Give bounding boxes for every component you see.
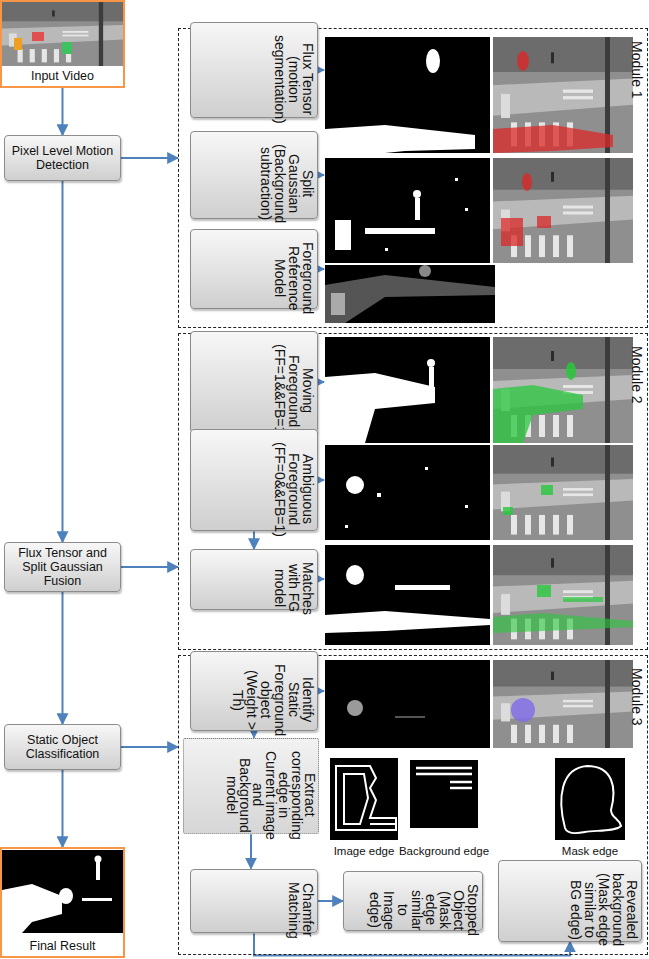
process-box: Matches with FG model <box>190 549 318 610</box>
module-region: Module 3 Identify Static Foreground objec… <box>178 655 648 955</box>
node-text: Static Object Classification <box>9 733 116 761</box>
node-text: Pixel Level Motion Detection <box>9 144 116 172</box>
process-box: Flux Tensor (motion segmentation) <box>190 22 318 119</box>
flow-arrow <box>62 88 64 135</box>
process-box: Revealed background (Mask edge similar t… <box>498 860 642 941</box>
flow-arrow <box>62 770 64 847</box>
flow-arrow <box>318 900 343 902</box>
node-text: Extract corresponding edge in Current im… <box>225 751 316 840</box>
node-text: Final Result <box>30 939 96 953</box>
flow-arrow <box>121 746 178 748</box>
flow-arrow <box>62 181 64 542</box>
module-label: Module 2 <box>629 346 645 404</box>
process-box: Extract corresponding edge in Current im… <box>183 738 319 835</box>
process-box: Stopped Object (Mask edge similar to Ima… <box>343 871 483 931</box>
module-region: Module 1 Flux Tensor (motion segmentation… <box>178 28 648 328</box>
image-panel: Final Result <box>0 847 125 958</box>
process-box: Static Object Classification <box>4 724 121 770</box>
flow-arrow <box>121 566 178 568</box>
process-box: Flux Tensor and Split Gaussian Fusion <box>4 542 121 592</box>
node-text: Moving Foreground (FF=1&&FB=1) <box>273 344 315 439</box>
process-box: Foreground Reference Model <box>190 229 318 309</box>
module-region: Module 2 Moving Foreground (FF=1&&FB=1)Am… <box>178 333 648 650</box>
process-box: Chamfer Matching <box>190 869 318 934</box>
node-text: Split Gaussian (Background subtraction) <box>259 144 315 223</box>
node-text: Flux Tensor and Split Gaussian Fusion <box>9 546 116 588</box>
process-box: Pixel Level Motion Detection <box>4 135 121 181</box>
node-text: Flux Tensor (motion segmentation) <box>273 35 315 124</box>
figure-caption: Image edge <box>334 845 395 857</box>
flow-arrow <box>250 834 252 868</box>
figure-caption: Mask edge <box>562 845 618 857</box>
flow-arrow <box>62 592 64 724</box>
node-text: Chamfer Matching <box>287 882 315 939</box>
node-text: Input Video <box>31 69 94 83</box>
module-label: Module 1 <box>629 41 645 99</box>
module-label: Module 3 <box>629 668 645 726</box>
node-text: Identify Static Foreground object (Weigh… <box>231 664 315 736</box>
node-text: Ambiguous Foreground (FF=0&&FB=1) <box>273 442 315 537</box>
flow-arrow <box>253 531 255 549</box>
process-box: Split Gaussian (Background subtraction) <box>190 131 318 218</box>
flow-arrow <box>121 157 178 159</box>
flow-arrow <box>253 731 255 737</box>
node-text: Foreground Reference Model <box>273 242 315 314</box>
node-text: Revealed background (Mask edge similar t… <box>569 873 639 946</box>
node-text: Matches with FG model <box>273 562 315 615</box>
node-text: Stopped Object (Mask edge similar to Ima… <box>368 884 480 936</box>
process-box: Identify Static Foreground object (Weigh… <box>190 651 318 731</box>
image-panel: Input Video <box>0 0 125 88</box>
process-box: Ambiguous Foreground (FF=0&&FB=1) <box>190 429 318 532</box>
process-box: Moving Foreground (FF=1&&FB=1) <box>190 331 318 434</box>
figure-caption: Background edge <box>399 845 489 857</box>
